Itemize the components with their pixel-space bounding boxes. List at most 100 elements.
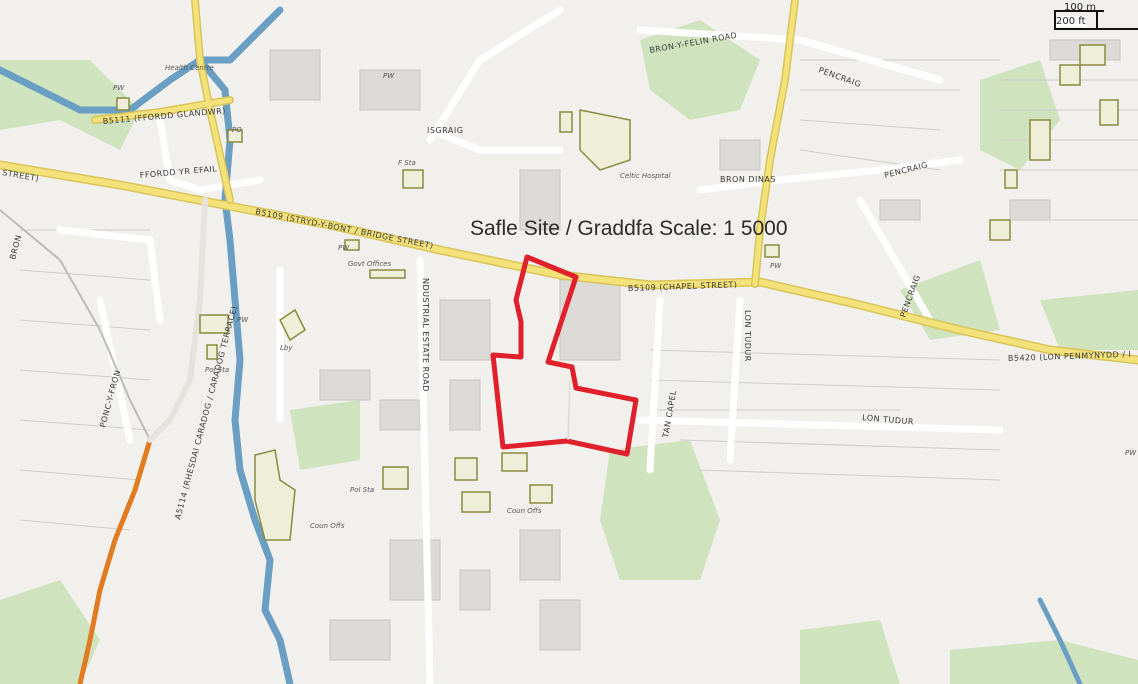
river-east (1037, 597, 1083, 684)
scale-bar-metres-line (1054, 10, 1104, 12)
building (539, 599, 581, 651)
chapel-north-road (752, 0, 798, 287)
building (519, 169, 561, 231)
label-pw: PW (770, 262, 782, 270)
terrace-rows (649, 349, 1001, 481)
building (439, 299, 491, 361)
caradog-road-casing (147, 197, 208, 443)
park-bottom-right (950, 640, 1138, 684)
label-ffordd-yr-efail: FFORDD YR EFAIL (139, 164, 217, 180)
park-southeast (800, 620, 900, 684)
label-pencraig-north: PENCRAIG (817, 65, 862, 89)
public-building (579, 109, 631, 171)
minor-road (416, 256, 434, 684)
label-po: PO (232, 126, 242, 134)
label-pw: PW (237, 316, 249, 324)
label-coun-offs: Coun Offs (507, 507, 542, 515)
building (269, 49, 321, 101)
minor-road (636, 26, 944, 84)
public-building (254, 449, 296, 541)
building (879, 199, 921, 221)
building (519, 529, 561, 581)
terrace-rows (19, 229, 151, 531)
public-building (1079, 44, 1106, 66)
public-building (199, 314, 229, 334)
public-building (461, 491, 491, 513)
minor-road (156, 116, 264, 194)
public-building (1004, 169, 1018, 189)
park-south-1 (290, 400, 360, 470)
scale-bar-tick (1096, 12, 1098, 30)
minor-road (96, 296, 134, 444)
public-building (382, 466, 409, 490)
minor-road (426, 6, 564, 144)
scale-bar-feet-label: 200 ft (1056, 16, 1086, 27)
building (719, 139, 761, 171)
rail-line (0, 209, 151, 441)
label-pol-sta: Pol Sta (350, 486, 374, 494)
label-govt-offices: Govt Offices (348, 260, 391, 268)
label-pw: PW (113, 84, 125, 92)
public-building (529, 484, 553, 504)
river (0, 6, 294, 684)
scale-bar-feet-line (1054, 28, 1138, 30)
building (329, 619, 391, 661)
public-building (116, 97, 130, 111)
public-building (1059, 64, 1081, 86)
site-scale-title: Safle Site / Graddfa Scale: 1 5000 (470, 217, 788, 240)
minor-road (56, 226, 164, 324)
label-f-sta: F Sta (398, 159, 416, 167)
label-celtic-hospital: Celtic Hospital (620, 172, 671, 180)
building (359, 69, 421, 111)
label-health-centre: Health Centre (165, 64, 214, 72)
label-lon-tudur-south: LON TUDUR (862, 413, 914, 426)
main-roads (0, 0, 1138, 443)
public-building (206, 344, 218, 360)
label-lby: Lby (280, 344, 293, 352)
public-building (454, 457, 478, 481)
site-inner-line (567, 379, 571, 441)
label-lon-tudur-north: LON TUDUR (743, 310, 752, 362)
public-building (1029, 119, 1051, 161)
label-pol-sta: Pol Sta (205, 366, 229, 374)
building (379, 399, 421, 431)
buildings (269, 39, 1121, 661)
park-southwest (0, 580, 100, 684)
public-building (402, 169, 424, 189)
building (389, 539, 441, 601)
public-building (559, 111, 573, 133)
minor-roads (56, 6, 1004, 684)
public-building (1099, 99, 1119, 126)
label-pw: PW (1125, 449, 1137, 457)
b5111-road (92, 0, 233, 203)
b5109-road (0, 162, 1138, 363)
public-building (369, 269, 406, 279)
place-labels: Health Centre PW PO F Sta Celtic Hospita… (113, 64, 1137, 530)
building (1009, 199, 1051, 221)
scale-bar: 100 m 200 ft (1048, 0, 1138, 36)
label-bron-dinas: BRON DINAS (720, 175, 776, 184)
terrace-rows (799, 59, 1000, 171)
label-bron: BRON (8, 234, 23, 261)
minor-road (636, 416, 1004, 434)
label-lon-penmynydd: B5420 (LON PENMYNYDD / I (1008, 350, 1132, 363)
label-isgraig: ISGRAIG (427, 126, 463, 135)
minor-road (696, 156, 964, 194)
public-building (227, 129, 243, 143)
label-pw: PW (383, 72, 395, 80)
scale-bar-tick (1054, 10, 1056, 30)
label-pw: PW (338, 244, 350, 252)
label-coun-offs: Coun Offs (310, 522, 345, 530)
public-building (501, 452, 528, 472)
building (319, 369, 371, 401)
a5114-orange-road (77, 437, 153, 684)
label-caradog-terrace: A5114 (RHESDAI CARADOG / CARADOG TERRACE… (173, 305, 239, 521)
public-building (989, 219, 1011, 241)
label-industrial-estate-road: NDUSTRIAL ESTATE ROAD (421, 278, 430, 392)
building (449, 379, 481, 431)
site-boundary (490, 254, 639, 457)
label-chapel-street: B5109 (CHAPEL STREET) (628, 280, 738, 293)
park-south-center (600, 440, 720, 580)
